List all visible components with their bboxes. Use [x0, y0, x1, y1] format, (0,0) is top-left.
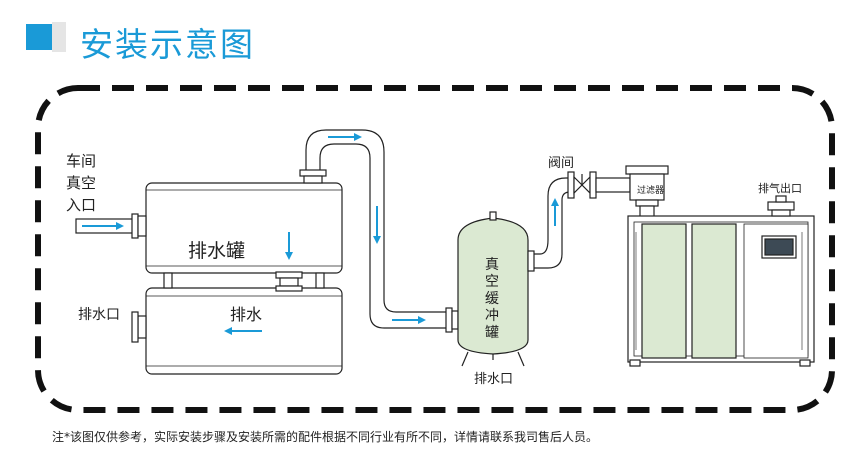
- footnote: 注*该图仅供参考，实际安装步骤及安装所需的配件根据不同行业有所不同，详情请联系我…: [52, 430, 599, 444]
- main-pipe: [305, 129, 448, 329]
- title-marker-shadow: [52, 22, 66, 52]
- buffer-tank-label-1: 真: [485, 257, 499, 273]
- drain-tank-label: 排水罐: [188, 240, 246, 262]
- workshop-inlet-label-line3: 入口: [66, 196, 97, 214]
- top-flange: [299, 169, 327, 184]
- vacuum-pump: [627, 195, 815, 367]
- buffer-outlet-flange: [527, 250, 535, 272]
- buffer-tank-label-3: 缓: [485, 291, 499, 307]
- valve-label: 阀间: [548, 156, 575, 171]
- title-marker: [26, 24, 52, 50]
- buffer-outlet-pipe: [534, 177, 571, 269]
- buffer-tank-label-4: 冲: [485, 308, 499, 324]
- buffer-tank: [457, 211, 529, 367]
- drain-tank: [145, 182, 343, 274]
- exhaust-outlet-label: 排气出口: [758, 182, 802, 195]
- buffer-tank-label-2: 空: [485, 274, 499, 290]
- tank-connector: [275, 271, 303, 292]
- drain-outlet-buffer-label: 排水口: [474, 372, 514, 387]
- filter-unit: [625, 165, 669, 219]
- workshop-inlet-label-line1: 车间: [66, 152, 97, 170]
- valve: [567, 171, 597, 199]
- drain-outlet-pipe: [131, 311, 147, 343]
- workshop-inlet-label-line2: 真空: [66, 174, 97, 192]
- drain-outlet-left-label: 排水口: [78, 307, 120, 323]
- buffer-tank-label-5: 罐: [485, 325, 499, 341]
- drain-label: 排水: [230, 305, 263, 324]
- buffer-inlet-flange: [445, 307, 459, 333]
- filter-label: 过滤器: [637, 186, 665, 196]
- dashed-border: [35, 85, 835, 413]
- page-title: 安装示意图: [80, 25, 255, 64]
- valve-to-filter-pipe: [595, 177, 631, 193]
